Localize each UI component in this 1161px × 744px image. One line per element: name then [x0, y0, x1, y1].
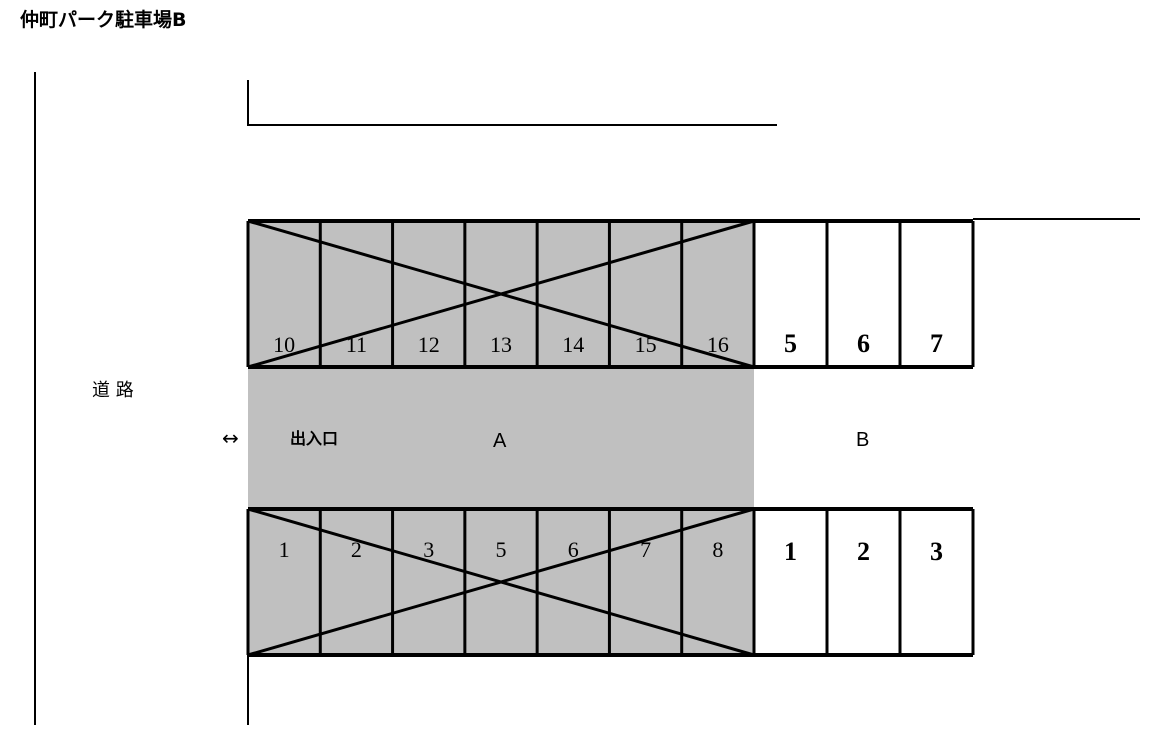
page-title: 仲町パーク駐車場B — [20, 8, 186, 31]
zone-b-top-space-label: 5 — [784, 329, 797, 358]
zone-a-top-space-label: 16 — [707, 332, 729, 357]
zone-b-bottom-space-label: 2 — [857, 537, 870, 566]
zone-b-bottom-row: 1 2 3 — [752, 507, 975, 657]
zone-a-top-space-label: 12 — [418, 332, 440, 357]
zone-b-bottom-space-label: 1 — [784, 537, 797, 566]
zone-b-top-background — [754, 221, 973, 367]
zone-a-bottom-space-label: 6 — [568, 537, 579, 562]
zone-a-bottom-cross-line — [247, 507, 755, 657]
entrance-arrow-icon: ↔ — [222, 426, 239, 450]
road-label: 道 路 — [92, 380, 134, 401]
zone-b-label: B — [856, 429, 869, 451]
zone-a-bottom-row: 1 2 3 5 6 7 8 — [246, 507, 756, 657]
entrance-label: 出入口 — [290, 429, 338, 448]
zone-a-top-cross-line — [247, 219, 755, 369]
zone-a-label: A — [493, 430, 507, 452]
zone-b-top-space-label: 7 — [930, 329, 943, 358]
zone-a-aisle — [248, 367, 754, 509]
lot-boundary-top — [247, 80, 777, 126]
zone-a-bottom-space-label: 3 — [423, 537, 434, 562]
zone-b-top-space-label: 6 — [857, 329, 870, 358]
zone-a-bottom-space-label: 2 — [351, 537, 362, 562]
zone-b-bottom-space-label: 3 — [930, 537, 943, 566]
zone-a-top-space-label: 14 — [562, 332, 584, 357]
zone-a-bottom-space-label: 8 — [712, 537, 723, 562]
zone-a-top-space-label: 13 — [490, 332, 512, 357]
zone-a-bottom-space-label: 5 — [496, 537, 507, 562]
zone-b-bottom-background — [754, 509, 973, 655]
zone-a-bottom-space-label: 1 — [279, 537, 290, 562]
zone-a-bottom-space-label: 7 — [640, 537, 651, 562]
zone-b-top-row: 5 6 7 — [752, 219, 975, 369]
zone-a-top-space-label: 10 — [273, 332, 295, 357]
